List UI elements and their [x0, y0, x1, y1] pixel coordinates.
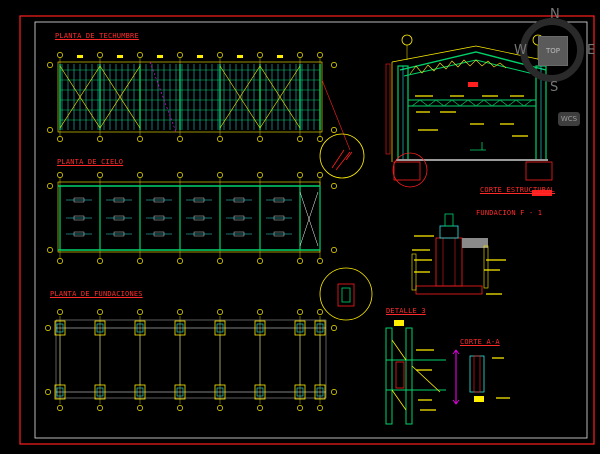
label-corte-estructural: CORTE ESTRUCTURAL	[480, 186, 556, 194]
compass-south[interactable]: S	[550, 80, 559, 95]
foundation-plan[interactable]	[45, 309, 337, 411]
detail-callout-ceiling	[319, 267, 373, 321]
label-planta-cielo: PLANTA DE CIELO	[57, 158, 124, 166]
foundation-detail[interactable]	[411, 213, 506, 295]
detail-callout-roof	[319, 133, 365, 179]
title-frame	[34, 21, 588, 439]
section-a-a[interactable]	[452, 349, 510, 405]
roof-plan[interactable]	[47, 52, 365, 179]
wcs-menu-button[interactable]: WCS	[558, 112, 580, 126]
label-detalle-3: DETALLE 3	[386, 307, 426, 315]
label-corte-aa: CORTE A-A	[460, 338, 500, 346]
viewcube-top-face[interactable]: TOP	[538, 36, 568, 66]
compass-east[interactable]: E	[587, 43, 596, 58]
ceiling-plan[interactable]	[47, 172, 373, 321]
compass-west[interactable]: W	[514, 43, 527, 58]
compass-ring[interactable]	[520, 18, 584, 82]
section-callout	[392, 152, 428, 188]
compass-north[interactable]: N	[550, 7, 560, 22]
detail-3[interactable]	[385, 320, 446, 425]
label-fundacion-f1: FUNDACION F - 1	[476, 209, 543, 217]
label-planta-fundaciones: PLANTA DE FUNDACIONES	[50, 290, 143, 298]
viewcube[interactable]: N W E S TOP	[514, 7, 596, 95]
sheet-border	[19, 15, 595, 445]
label-planta-techumbre: PLANTA DE TECHUMBRE	[55, 32, 139, 40]
